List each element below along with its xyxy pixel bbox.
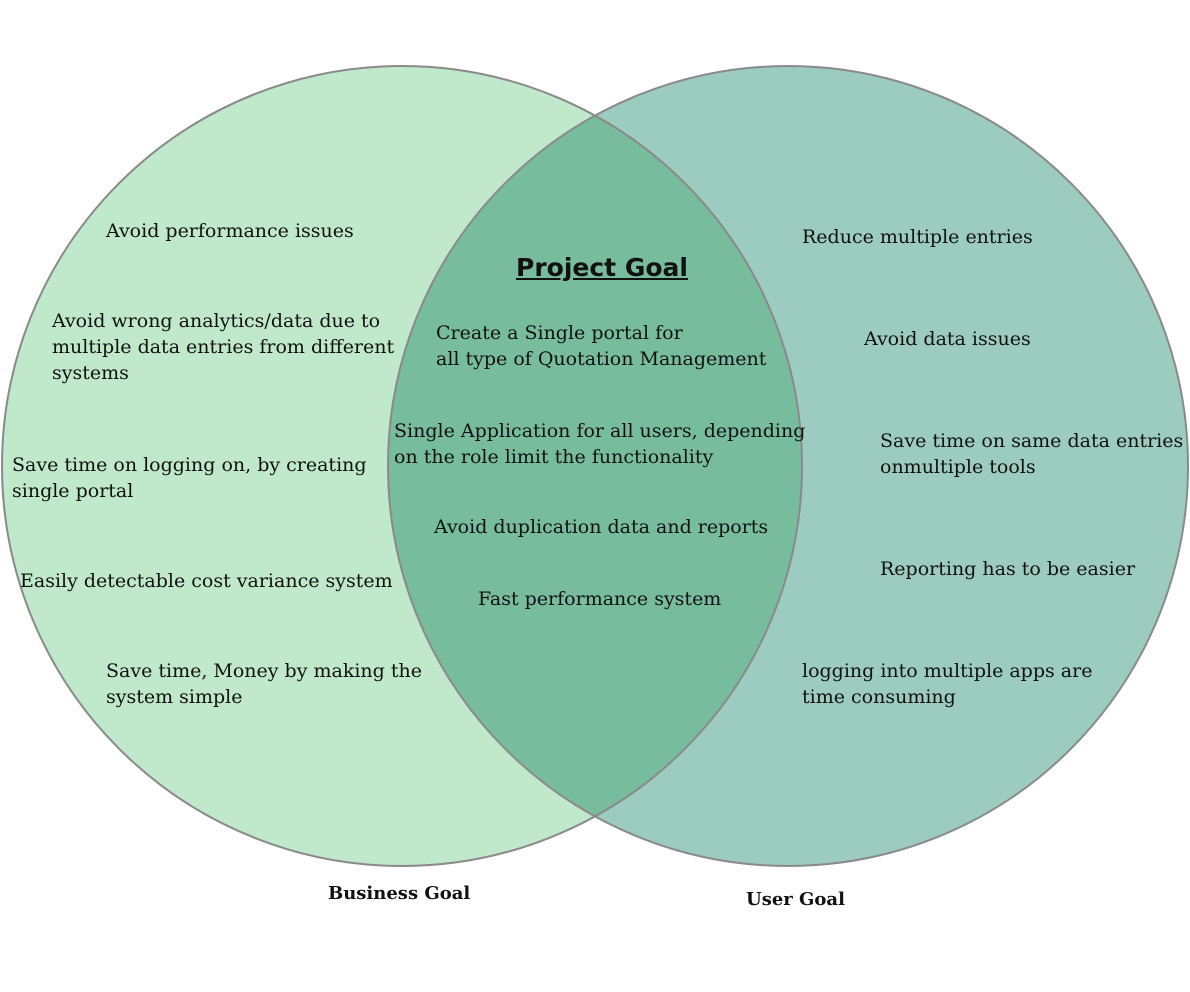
business-item-save-time-logging: Save time on logging on, by creating sin… <box>12 452 367 504</box>
user-item-logging-multiple-apps: logging into multiple apps are time cons… <box>802 658 1092 710</box>
business-item-line: system simple <box>106 686 243 708</box>
center-item-line: Avoid duplication data and reports <box>434 516 769 538</box>
user-item-line: Reporting has to be easier <box>880 558 1136 580</box>
business-goal-outline <box>1 65 803 867</box>
center-item-single-application: Single Application for all users, depend… <box>394 418 805 470</box>
business-item-line: Save time on logging on, by creating <box>12 454 367 476</box>
user-item-line: logging into multiple apps are <box>802 660 1093 682</box>
user-item-reduce-entries: Reduce multiple entries <box>802 224 1033 250</box>
business-item-avoid-wrong-analytics: Avoid wrong analytics/data due to multip… <box>52 308 394 386</box>
business-item-line: single portal <box>12 480 134 502</box>
user-goal-caption: User Goal <box>746 889 845 910</box>
business-goal-caption: Business Goal <box>328 883 471 904</box>
user-item-line: Avoid data issues <box>864 328 1031 350</box>
project-goal-title: Project Goal <box>516 253 688 282</box>
user-item-reporting-easier: Reporting has to be easier <box>880 556 1135 582</box>
business-item-line: Avoid wrong analytics/data due to <box>52 310 381 332</box>
user-item-line: time consuming <box>802 686 956 708</box>
center-item-single-portal: Create a Single portal for all type of Q… <box>436 320 766 372</box>
center-item-line: Single Application for all users, depend… <box>394 420 806 442</box>
center-item-fast-performance: Fast performance system <box>478 586 721 612</box>
business-item-line: Easily detectable cost variance system <box>20 570 393 592</box>
business-item-line: Save time, Money by making the <box>106 660 422 682</box>
user-goal-outline <box>387 65 1189 867</box>
center-item-line: on the role limit the functionality <box>394 446 714 468</box>
center-item-line: Fast performance system <box>478 588 722 610</box>
business-item-cost-variance: Easily detectable cost variance system <box>20 568 393 594</box>
business-item-save-money: Save time, Money by making the system si… <box>106 658 422 710</box>
user-item-line: onmultiple tools <box>880 456 1036 478</box>
user-item-avoid-data-issues: Avoid data issues <box>864 326 1031 352</box>
center-item-avoid-duplication: Avoid duplication data and reports <box>434 514 768 540</box>
user-item-line: Save time on same data entries <box>880 430 1184 452</box>
overlap-region <box>388 66 802 866</box>
user-item-save-time-entries: Save time on same data entries onmultipl… <box>880 428 1183 480</box>
business-item-line: systems <box>52 362 129 384</box>
business-item-avoid-performance: Avoid performance issues <box>106 218 354 244</box>
user-item-line: Reduce multiple entries <box>802 226 1033 248</box>
business-item-line: Avoid performance issues <box>106 220 354 242</box>
center-item-line: all type of Quotation Management <box>436 348 767 370</box>
business-item-line: multiple data entries from different <box>52 336 395 358</box>
center-item-line: Create a Single portal for <box>436 322 683 344</box>
